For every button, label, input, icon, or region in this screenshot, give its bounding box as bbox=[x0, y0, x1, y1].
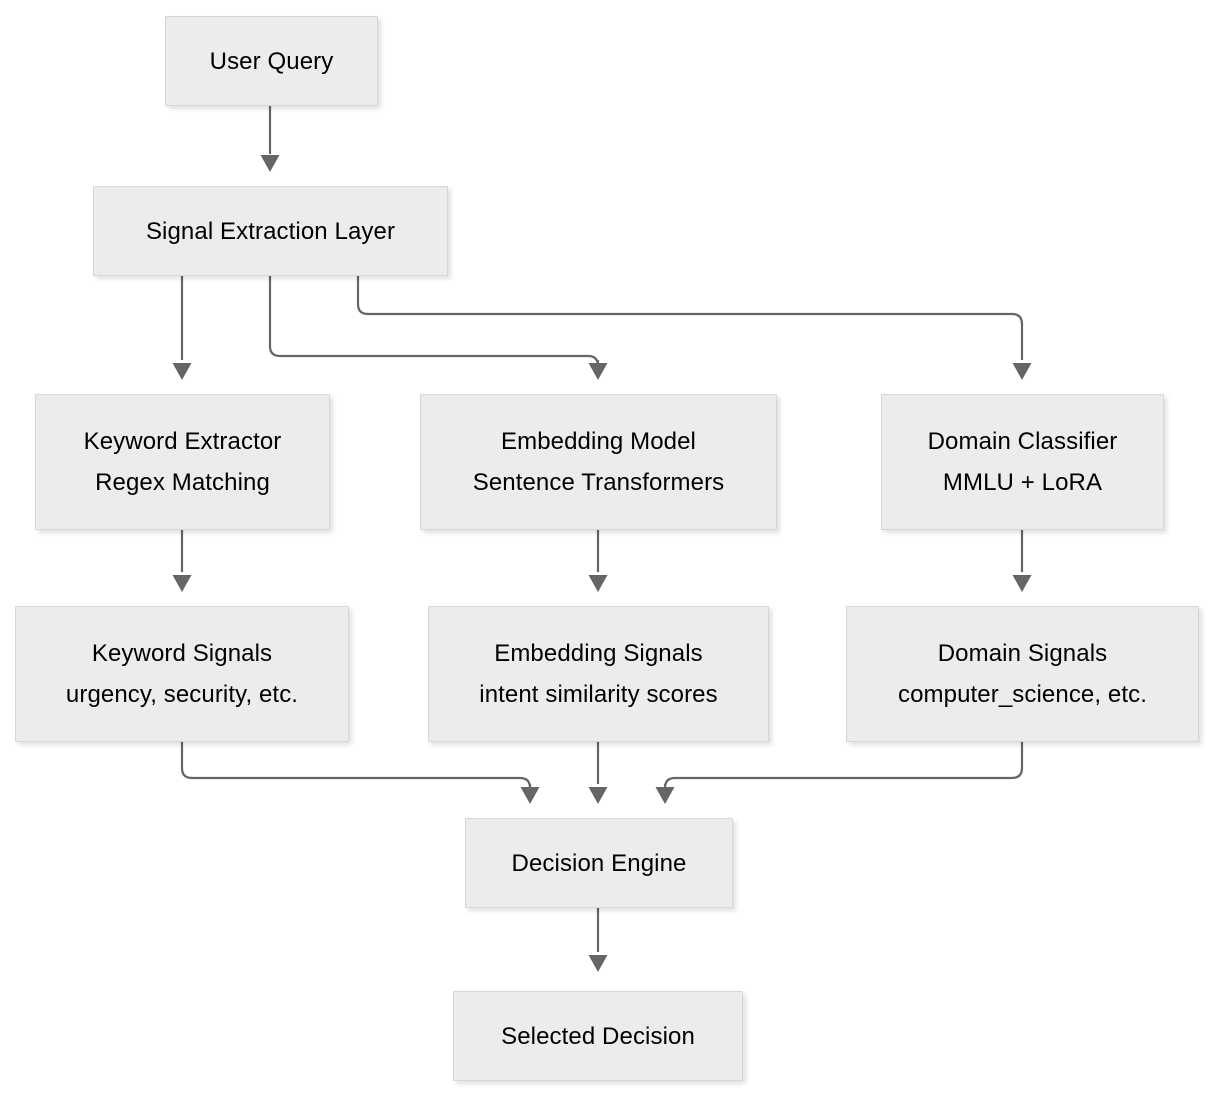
node-label-line: Selected Decision bbox=[501, 1022, 695, 1050]
edge-signal-extraction-to-domain-classifier bbox=[356, 276, 1032, 380]
node-embedding-signals[interactable]: Embedding Signals intent similarity score… bbox=[428, 606, 769, 742]
edge-embedding-model-to-embedding-signals bbox=[588, 530, 608, 592]
node-label-line: Embedding Signals bbox=[494, 640, 703, 667]
node-label-line: User Query bbox=[209, 47, 334, 75]
node-label-line: Domain Classifier bbox=[927, 428, 1118, 455]
node-decision-engine[interactable]: Decision Engine bbox=[465, 818, 733, 908]
arrowhead-icon bbox=[172, 363, 192, 380]
node-label-line: MMLU + LoRA bbox=[942, 469, 1103, 496]
node-signal-extraction-layer[interactable]: Signal Extraction Layer bbox=[93, 186, 448, 276]
edge-line bbox=[663, 742, 1024, 790]
edge-domain-classifier-to-domain-signals bbox=[1012, 530, 1032, 592]
node-label-line: Domain Signals bbox=[937, 640, 1108, 667]
edge-user-query-to-signal-extraction bbox=[260, 106, 280, 172]
edge-signal-extraction-to-embedding-model bbox=[268, 276, 608, 380]
arrowhead-icon bbox=[588, 363, 608, 380]
node-label-line: urgency, security, etc. bbox=[65, 681, 299, 708]
arrowhead-icon bbox=[655, 787, 675, 804]
node-domain-signals[interactable]: Domain Signals computer_science, etc. bbox=[846, 606, 1199, 742]
node-keyword-signals[interactable]: Keyword Signals urgency, security, etc. bbox=[15, 606, 349, 742]
edge-decision-engine-to-selected-decision bbox=[588, 908, 608, 972]
node-selected-decision[interactable]: Selected Decision bbox=[453, 991, 743, 1081]
arrowhead-icon bbox=[172, 575, 192, 592]
arrowhead-icon bbox=[588, 955, 608, 972]
edge-line bbox=[180, 742, 532, 790]
node-label-line: Regex Matching bbox=[95, 469, 270, 496]
node-label-line: Keyword Extractor bbox=[83, 428, 282, 455]
edge-keyword-signals-to-decision-engine bbox=[180, 742, 540, 804]
node-label-line: Sentence Transformers bbox=[472, 469, 725, 496]
arrowhead-icon bbox=[1012, 363, 1032, 380]
edge-embedding-signals-to-decision-engine bbox=[588, 742, 608, 804]
node-user-query[interactable]: User Query bbox=[165, 16, 378, 106]
node-label-line: Signal Extraction Layer bbox=[145, 217, 396, 245]
node-label-line: Keyword Signals bbox=[91, 640, 273, 667]
arrowhead-icon bbox=[588, 575, 608, 592]
arrowhead-icon bbox=[1012, 575, 1032, 592]
node-label-line: Decision Engine bbox=[511, 849, 687, 877]
node-label-line: intent similarity scores bbox=[479, 681, 718, 708]
edge-signal-extraction-to-keyword-extractor bbox=[172, 276, 192, 380]
arrowhead-icon bbox=[260, 155, 280, 172]
arrowhead-icon bbox=[520, 787, 540, 804]
edge-line bbox=[268, 276, 600, 368]
edge-domain-signals-to-decision-engine bbox=[655, 742, 1024, 804]
node-label-line: computer_science, etc. bbox=[898, 681, 1147, 708]
edge-keyword-extractor-to-keyword-signals bbox=[172, 530, 192, 592]
node-label-line: Embedding Model bbox=[501, 428, 696, 455]
arrowhead-icon bbox=[588, 787, 608, 804]
edge-line bbox=[356, 276, 1024, 360]
